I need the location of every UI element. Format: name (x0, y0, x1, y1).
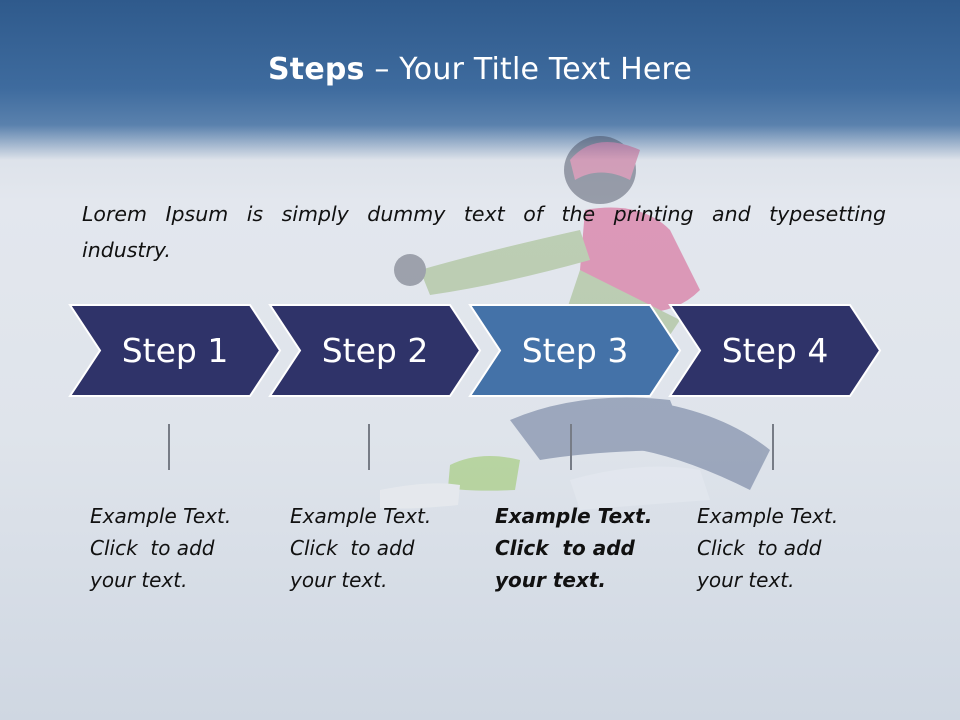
step-2-note-line: your text. (290, 568, 388, 592)
step-1-arrow (68, 304, 282, 397)
step-3-note-line: your text. (495, 568, 607, 592)
step-4-arrow (668, 304, 882, 397)
step-2-label: Step 2 (321, 331, 429, 370)
step-3-label: Step 3 (521, 331, 629, 370)
step-1-connector (168, 424, 170, 470)
dancer-background-image (380, 136, 770, 510)
step-4-note-line: Example Text. (697, 504, 839, 528)
step-1-label: Step 1 (121, 331, 229, 370)
step-4-note[interactable]: Example Text. Click to add your text. (697, 500, 877, 596)
step-2-arrow (268, 304, 482, 397)
step-1-note-line: your text. (90, 568, 188, 592)
step-4-note-line: Click to add (697, 536, 822, 560)
step-2-connector (368, 424, 370, 470)
title-bold: Steps (267, 52, 365, 87)
step-2-note[interactable]: Example Text. Click to add your text. (290, 500, 470, 596)
step-4-note-line: your text. (697, 568, 795, 592)
step-2-note-line: Example Text. (290, 504, 432, 528)
title-rest: – Your Title Text Here (364, 52, 693, 87)
slide-title: Steps – Your Title Text Here (0, 52, 960, 87)
step-3-note-line: Example Text. (495, 504, 653, 528)
intro-text: Lorem Ipsum is simply dummy text of the … (82, 202, 886, 262)
title-bar (0, 0, 960, 160)
step-3-note-line: Click to add (495, 536, 635, 560)
step-3-arrow (468, 304, 682, 397)
step-1-note-line: Example Text. (90, 504, 232, 528)
step-1-note-line: Click to add (90, 536, 215, 560)
step-2-note-line: Click to add (290, 536, 415, 560)
step-3-note[interactable]: Example Text. Click to add your text. (495, 500, 675, 596)
step-3-connector (570, 424, 572, 470)
step-4-connector (772, 424, 774, 470)
step-4-label: Step 4 (721, 331, 829, 370)
step-1-note[interactable]: Example Text. Click to add your text. (90, 500, 270, 596)
